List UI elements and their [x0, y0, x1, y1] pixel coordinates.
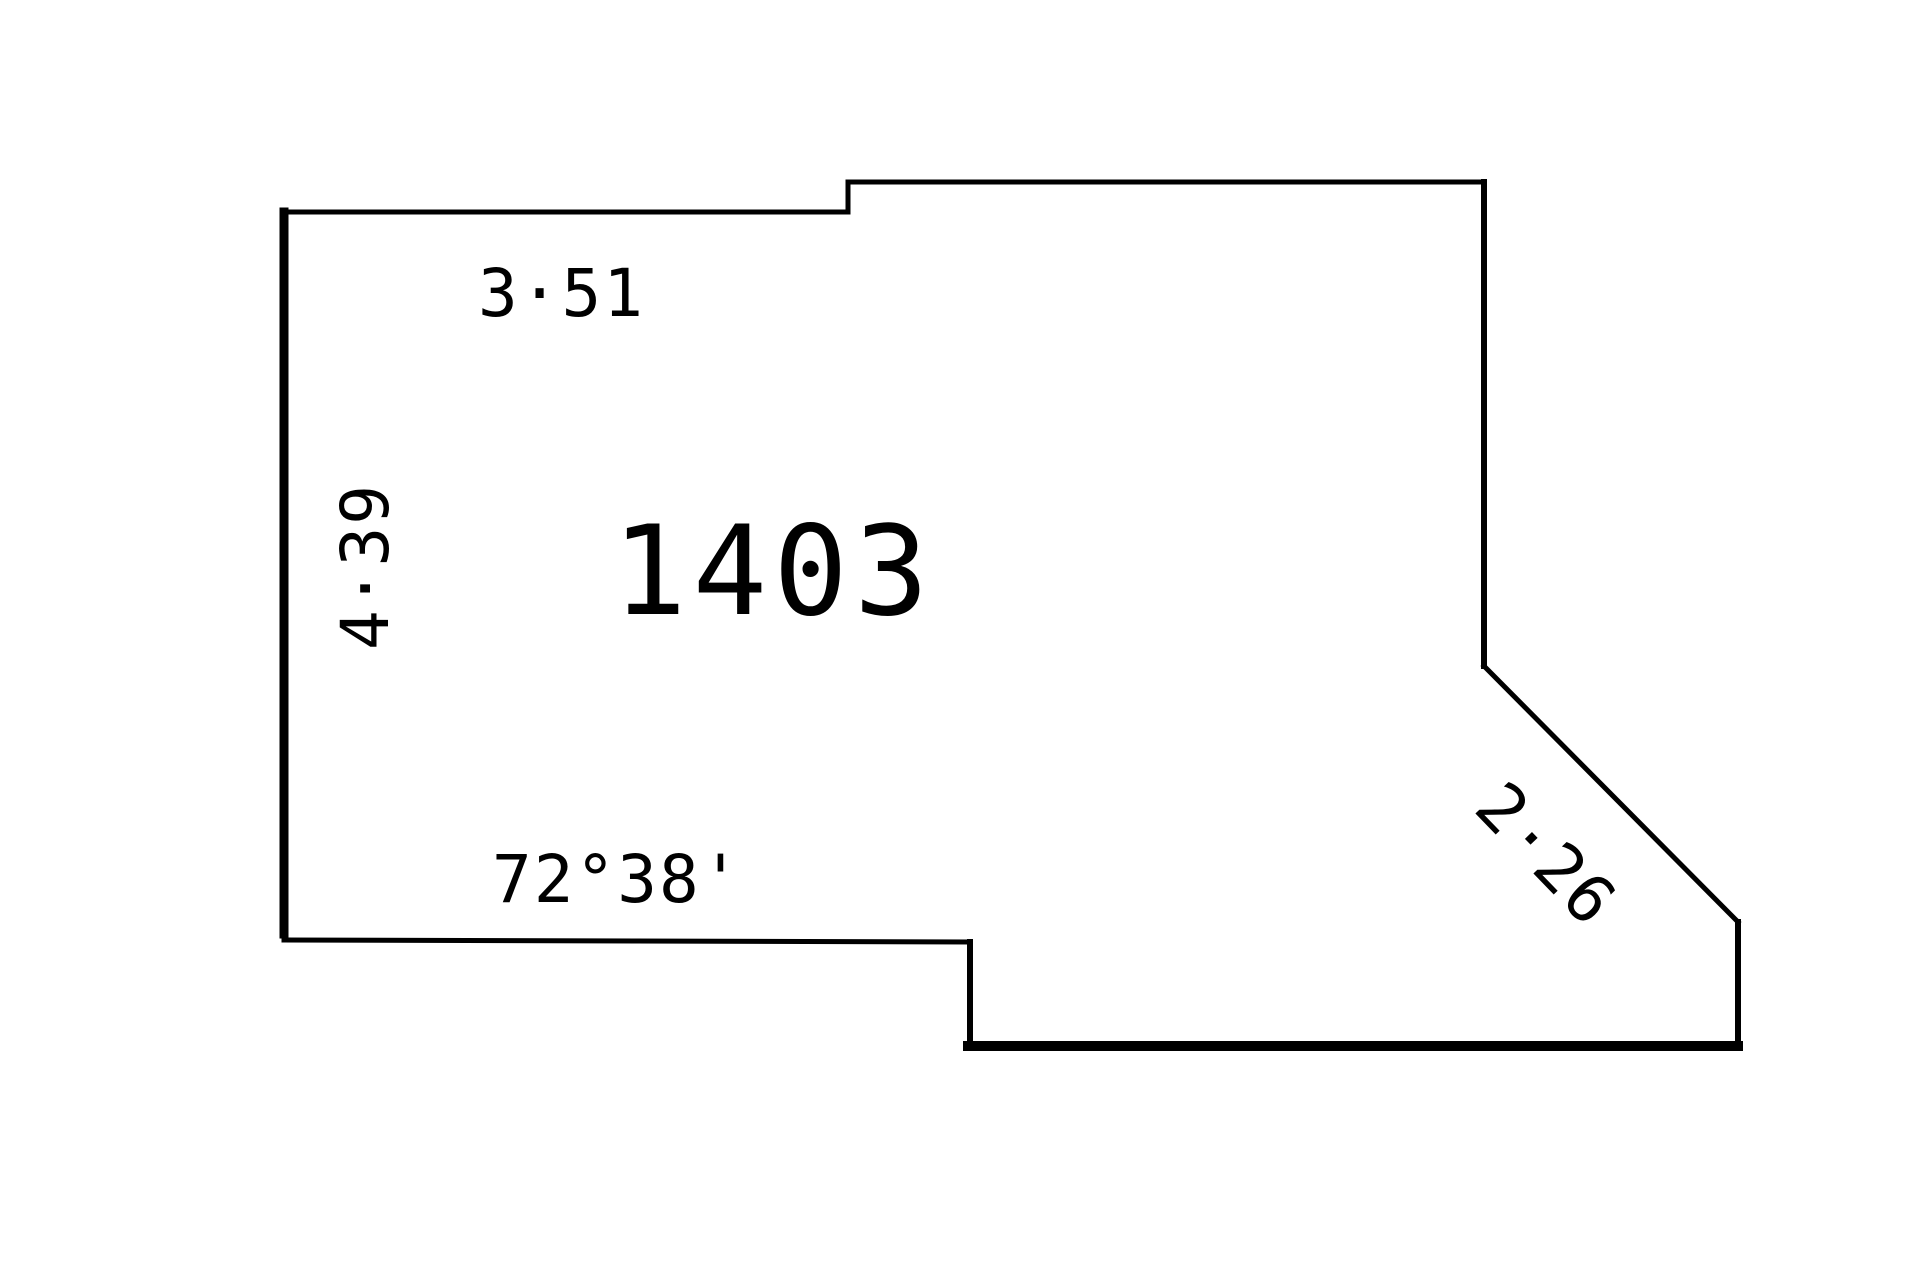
bearing-label: 72°38' [492, 841, 742, 918]
left-dimension-label: 4·39 [327, 483, 404, 650]
diagonal-dimension-label: 2·26 [1460, 768, 1631, 942]
boundary-bottom-left-edge [281, 937, 973, 945]
lot-boundary [279, 179, 1743, 1051]
boundary-diagonal-edge [1480, 662, 1742, 926]
lot-number-label: 1403 [612, 500, 935, 644]
top-dimension-label: 3·51 [478, 255, 645, 332]
